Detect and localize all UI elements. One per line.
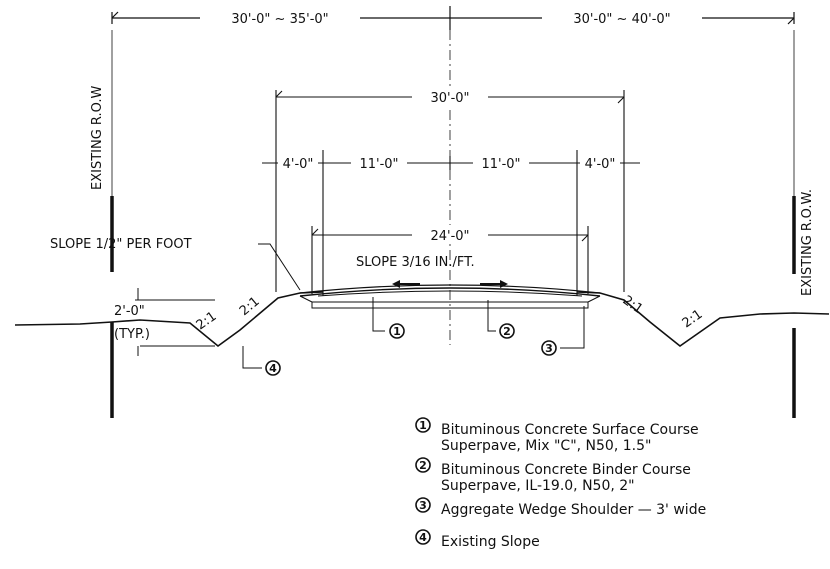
row-label-right: EXISTING R.O.W. xyxy=(800,189,815,296)
ground-profile-right xyxy=(576,291,830,347)
callout-2-leader xyxy=(487,300,496,332)
row-right-dimension: 30'-0" ~ 40'-0" xyxy=(573,12,670,27)
svg-text:3: 3 xyxy=(419,499,427,512)
legend-item-2: 2 Bituminous Concrete Binder Course Supe… xyxy=(415,457,691,494)
svg-text:1: 1 xyxy=(419,419,427,432)
callout-1-marker: 1 xyxy=(389,323,405,339)
pavement-structure xyxy=(299,284,601,309)
ditch-depth-dimension xyxy=(135,288,215,356)
row-label-left: EXISTING R.O.W xyxy=(90,86,105,190)
lane-left-dimension: 11'-0" xyxy=(359,157,398,172)
lane-right-dimension: 11'-0" xyxy=(481,157,520,172)
slope-label-2: 2:1 xyxy=(237,294,263,319)
slope-arrow-left xyxy=(392,280,420,288)
svg-text:1: 1 xyxy=(393,325,401,338)
legend-item-2-line1: Bituminous Concrete Binder Course xyxy=(441,462,691,478)
slope-label-3: 2:1 xyxy=(620,293,646,317)
legend: 1 Bituminous Concrete Surface Course Sup… xyxy=(415,417,706,550)
callout-2-marker: 2 xyxy=(499,323,515,339)
legend-item-1: 1 Bituminous Concrete Surface Course Sup… xyxy=(415,417,699,454)
legend-item-3: 3 Aggregate Wedge Shoulder — 3' wide xyxy=(415,497,706,518)
ditch-depth-value: 2'-0" xyxy=(114,304,145,319)
legend-item-4-line1: Existing Slope xyxy=(441,534,540,550)
callout-4-leader xyxy=(242,346,262,369)
pavement-slope-label: SLOPE 3/16 IN./FT. xyxy=(356,255,475,270)
row-left-dimension: 30'-0" ~ 35'-0" xyxy=(231,12,328,27)
overall-dimension: 30'-0" xyxy=(430,91,469,106)
legend-item-2-line2: Superpave, IL-19.0, N50, 2" xyxy=(441,478,635,494)
ditch-typ-label: (TYP.) xyxy=(114,327,150,342)
shoulder-right-dimension: 4'-0" xyxy=(585,157,616,172)
svg-text:4: 4 xyxy=(419,531,427,544)
shoulder-left-dimension: 4'-0" xyxy=(283,157,314,172)
callout-1-leader xyxy=(372,297,385,332)
ground-profile xyxy=(14,291,324,348)
callout-3-marker: 3 xyxy=(541,340,557,356)
callout-4-marker: 4 xyxy=(265,360,281,376)
svg-text:2: 2 xyxy=(503,325,511,338)
svg-text:2: 2 xyxy=(419,459,427,472)
legend-item-3-line1: Aggregate Wedge Shoulder — 3' wide xyxy=(441,502,706,518)
svg-text:4: 4 xyxy=(269,362,277,375)
shoulder-slope-leader xyxy=(258,243,301,291)
legend-item-1-line2: Superpave, Mix "C", N50, 1.5" xyxy=(441,438,651,454)
lane-dimension-line xyxy=(262,150,640,296)
callout-3-leader xyxy=(560,306,585,349)
shoulder-slope-label: SLOPE 1/2" PER FOOT xyxy=(50,237,192,252)
legend-item-1-line1: Bituminous Concrete Surface Course xyxy=(441,422,699,438)
pavement-dimension: 24'-0" xyxy=(430,229,469,244)
slope-arrow-right xyxy=(480,280,508,288)
legend-item-4: 4 Existing Slope xyxy=(415,529,540,550)
svg-text:3: 3 xyxy=(545,342,553,355)
slope-label-4: 2:1 xyxy=(680,307,706,331)
